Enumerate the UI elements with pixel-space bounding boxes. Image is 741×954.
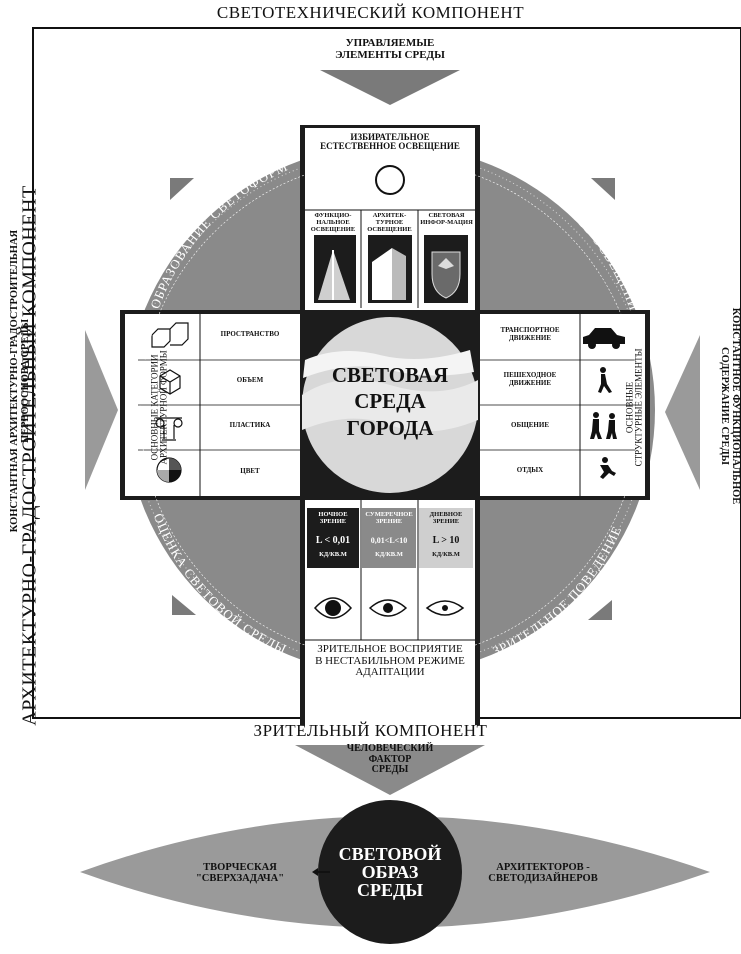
top-arrow	[320, 70, 460, 105]
right-panel-side-label: ОСНОВНЫЕ СТРУКТУРНЫЕ ЭЛЕМЕНТЫ	[625, 317, 645, 497]
night-vision-value: L < 0,01	[315, 535, 351, 546]
center-label: СВЕТОВАЯ СРЕДА ГОРОДА	[302, 362, 478, 441]
left-panel-side-label: ОСНОВНЫЕ КАТЕГОРИИ АРХИТЕКТУРНОЙ ФОРМЫ	[150, 317, 170, 497]
right-subtitle-line-1: КОНСТАНТНОЕ ФУНКЦИОНАЛЬНОЕ	[730, 307, 741, 505]
bottom-caption-1: ЗРИТЕЛЬНОЕ ВОСПРИЯТИЕ	[317, 643, 463, 655]
day-vision-value: L > 10	[432, 535, 460, 546]
left-row-color: ЦВЕТ	[240, 467, 260, 475]
triangle-bl	[172, 595, 196, 615]
bottom-arrow-label-3: СРЕДЫ	[371, 764, 409, 775]
center-line-2: СРЕДА	[354, 389, 426, 414]
bottom-arrow	[295, 745, 485, 795]
left-row-space: ПРОСТРАНСТВО	[220, 330, 280, 338]
eye-pupil	[318, 800, 462, 944]
left-row-volume: ОБЪЕМ	[236, 376, 264, 384]
bottom-arrow-label: ЧЕЛОВЕЧЕСКИЙ ФАКТОР СРЕДЫ	[300, 743, 480, 776]
cube-icon	[159, 369, 181, 395]
top-title: СВЕТОТЕХНИЧЕСКИЙ КОМПОНЕНТ	[216, 3, 525, 22]
top-panel-title: ИЗБИРАТЕЛЬНОЕ ЕСТЕСТВЕННОЕ ОСВЕЩЕНИЕ	[305, 132, 475, 152]
eye-right-label: АРХИТЕКТОРОВ - СВЕТОДИЗАЙНЕРОВ	[468, 862, 618, 884]
eye-center-label: СВЕТОВОЙ ОБРАЗ СРЕДЫ	[318, 845, 462, 899]
top-col-functional: ФУНКЦИО-НАЛЬНОЕ ОСВЕЩЕНИЕ	[310, 212, 356, 233]
eye-center-2: ОБРАЗ	[361, 862, 419, 882]
center-line-3: ГОРОДА	[346, 415, 434, 440]
eye-icon-day	[425, 600, 465, 616]
right-subtitle-line-2: СОДЕРЖАНИЕ СРЕДЫ	[719, 347, 730, 465]
left-panel-side-2: АРХИТЕКТУРНОЙ ФОРМЫ	[159, 350, 169, 465]
twilight-vision-value: 0,01<L<10	[370, 536, 408, 545]
top-panel-title-2: ЕСТЕСТВЕННОЕ ОСВЕЩЕНИЕ	[320, 141, 460, 152]
right-panel-side-2: СТРУКТУРНЫЕ ЭЛЕМЕНТЫ	[634, 348, 644, 467]
eye-left-label: ТВОРЧЕСКАЯ "СВЕРХЗАДАЧА"	[170, 862, 310, 884]
car-icon	[583, 328, 625, 349]
top-arrow-label-1: УПРАВЛЯЕМЫЕ	[345, 37, 435, 49]
bottom-panel-caption: ЗРИТЕЛЬНОЕ ВОСПРИЯТИЕ В НЕСТАБИЛЬНОМ РЕЖ…	[302, 643, 478, 679]
center-line-1: СВЕТОВАЯ	[331, 363, 449, 387]
night-vision-unit: КД/КВ.М	[319, 551, 347, 558]
twilight-vision-title: СУМЕРЕЧНОЕ ЗРЕНИЕ	[365, 511, 413, 525]
space-icon	[151, 322, 189, 348]
left-arrow	[85, 330, 118, 490]
pedestrian-icon	[598, 367, 612, 393]
color-wheel-icon	[156, 457, 182, 483]
column-capital-icon	[155, 417, 183, 441]
right-row-transport: ТРАНСПОРТНОЕ ДВИЖЕНИЕ	[500, 326, 560, 342]
left-subtitle: КОНСТАНТНАЯ АРХИТЕКТУРНО-ГРАДОСТРОИТЕЛЬН…	[9, 171, 31, 591]
eye-right-2: СВЕТОДИЗАЙНЕРОВ	[488, 873, 598, 885]
triangle-tr	[591, 178, 615, 200]
top-arrow-label: УПРАВЛЯЕМЫЕ ЭЛЕМЕНТЫ СРЕДЫ	[300, 37, 480, 61]
people-talking-icon	[590, 412, 617, 439]
triangle-br	[588, 600, 612, 620]
top-arrow-label-2: ЭЛЕМЕНТЫ СРЕДЫ	[335, 48, 445, 61]
day-vision-title: ДНЕВНОЕ ЗРЕНИЕ	[429, 511, 463, 525]
right-row-pedestrian: ПЕШЕХОДНОЕ ДВИЖЕНИЕ	[503, 371, 557, 387]
night-vision-title: НОЧНОЕ ЗРЕНИЕ	[318, 511, 348, 525]
bottom-arrow-label-1: ЧЕЛОВЕЧЕСКИЙ	[346, 743, 434, 754]
bottom-arrow-label-2: ФАКТОР	[368, 753, 412, 765]
eye-icon-night	[313, 597, 353, 619]
sun-icon	[375, 165, 405, 195]
bottom-caption-3: АДАПТАЦИИ	[355, 666, 425, 679]
eye-center-1: СВЕТОВОЙ	[338, 844, 442, 864]
right-subtitle: КОНСТАНТНОЕ ФУНКЦИОНАЛЬНОЕ СОДЕРЖАНИЕ СР…	[719, 196, 741, 616]
right-row-communication: ОБЩЕНИЕ	[511, 421, 549, 429]
left-subtitle-line-1: КОНСТАНТНАЯ АРХИТЕКТУРНО-ГРАДОСТРОИТЕЛЬН…	[8, 229, 20, 533]
top-col-information: СВЕТОВАЯ ИНФОР-МАЦИЯ	[420, 212, 473, 226]
resting-person-icon	[600, 457, 616, 479]
right-arrow	[665, 335, 700, 490]
top-col-architectural: АРХИТЕК-ТУРНОЕ ОСВЕЩЕНИЕ	[367, 212, 412, 233]
eye-right-1: АРХИТЕКТОРОВ -	[496, 862, 590, 873]
twilight-vision-unit: КД/КВ.М	[375, 551, 403, 558]
right-row-rest: ОТДЫХ	[516, 466, 544, 474]
eye-center-3: СРЕДЫ	[356, 880, 424, 900]
day-vision-unit: КД/КВ.М	[432, 551, 460, 558]
bottom-caption-2: В НЕСТАБИЛЬНОМ РЕЖИМЕ	[315, 654, 465, 667]
left-row-plastic: ПЛАСТИКА	[229, 421, 271, 429]
eye-left-2: "СВЕРХЗАДАЧА"	[195, 873, 285, 885]
eye-icon-twilight	[368, 599, 408, 617]
eye-left-1: ТВОРЧЕСКАЯ	[203, 862, 277, 873]
left-subtitle-line-2: ПЕРВООСНОВА СРЕДЫ	[20, 318, 31, 444]
bottom-title: ЗРИТЕЛЬНЫЙ КОМПОНЕНТ	[253, 721, 488, 740]
top-panel-title-1: ИЗБИРАТЕЛЬНОЕ	[350, 132, 430, 142]
triangle-tl	[170, 178, 194, 200]
